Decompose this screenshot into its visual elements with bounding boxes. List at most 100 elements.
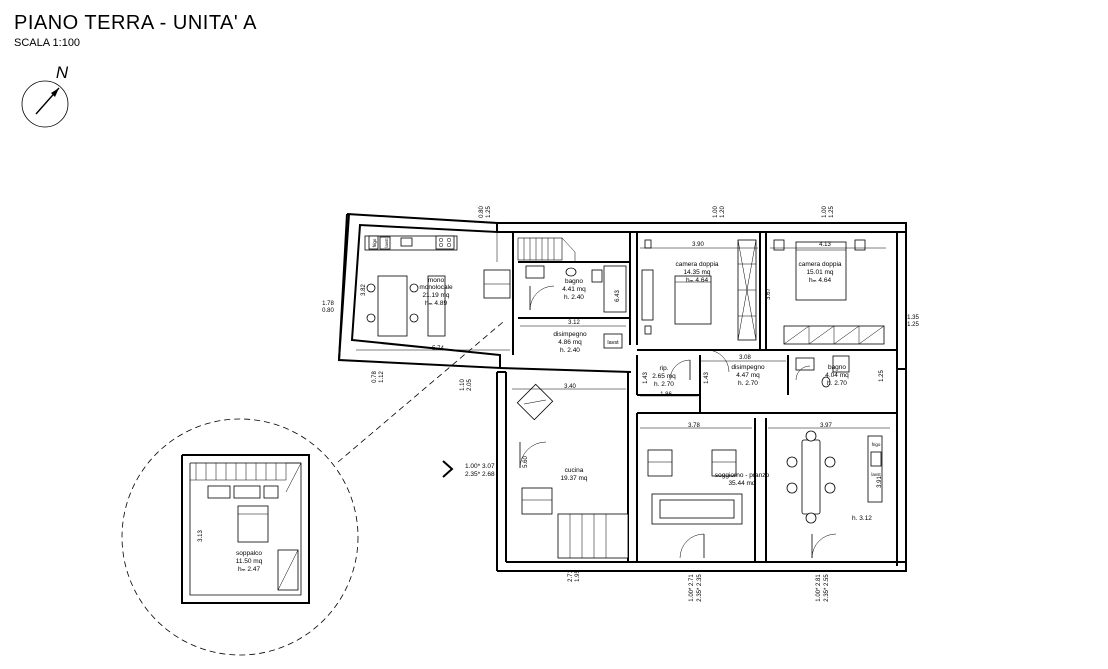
staircase	[517, 237, 576, 262]
svg-text:1.95: 1.95	[575, 570, 581, 582]
svg-text:35.44 mq: 35.44 mq	[728, 480, 755, 487]
scale-label: SCALA 1:100	[14, 37, 81, 49]
svg-text:3.40: 3.40	[564, 384, 576, 390]
svg-text:1.25: 1.25	[486, 206, 492, 218]
camera1-furniture	[641, 239, 757, 341]
entrance-arrow-icon	[442, 460, 454, 478]
shower-2	[832, 355, 850, 373]
north-label: N	[56, 63, 69, 82]
svg-text:11.50 mq: 11.50 mq	[236, 558, 263, 565]
svg-text:1.00* 2.71: 1.00* 2.71	[689, 574, 695, 602]
frigo-label: frigo	[372, 238, 377, 247]
interior-walls	[512, 232, 897, 562]
svg-text:monolocale: monolocale	[419, 284, 453, 291]
north-arrow-icon: N	[21, 63, 69, 128]
svg-text:h. 2.70: h. 2.70	[738, 380, 758, 387]
washbasin-icon	[591, 269, 603, 283]
svg-text:3.67: 3.67	[766, 288, 772, 300]
bed-double-2	[795, 241, 847, 301]
middle-doors	[669, 349, 850, 388]
svg-text:19.37 mq: 19.37 mq	[560, 475, 587, 482]
svg-text:1.20: 1.20	[720, 206, 726, 218]
svg-text:h. 2.40: h. 2.40	[560, 347, 580, 354]
svg-text:h. 3.12: h. 3.12	[852, 515, 872, 522]
stair-2	[557, 513, 629, 559]
svg-text:0.78: 0.78	[372, 371, 378, 383]
svg-text:camera doppia: camera doppia	[799, 261, 842, 268]
svg-text:15.01 mq: 15.01 mq	[806, 269, 833, 276]
svg-text:2.35* 2.35: 2.35* 2.35	[697, 574, 703, 602]
svg-text:5.60: 5.60	[523, 456, 529, 468]
svg-text:hₘ 4.64: hₘ 4.64	[686, 277, 709, 284]
svg-text:lavst: lavst	[871, 472, 881, 477]
svg-text:1.25: 1.25	[829, 206, 835, 218]
svg-text:2.65 mq: 2.65 mq	[652, 373, 676, 380]
lavatrice-box	[603, 333, 623, 349]
svg-text:1.43: 1.43	[643, 372, 649, 384]
exterior-walls	[337, 213, 907, 572]
svg-text:bagno: bagno	[565, 278, 583, 285]
shower-icon	[603, 265, 627, 313]
svg-text:1.25: 1.25	[907, 322, 919, 328]
svg-text:3.91: 3.91	[877, 476, 883, 488]
svg-text:lavst: lavst	[607, 340, 619, 346]
stove-icon	[435, 235, 455, 250]
dimension-labels: 3.90 4.13 3.12 3.08 3.40 3.78 3.97 5.74 …	[322, 206, 919, 602]
page-title: PIANO TERRA - UNITA' A	[14, 12, 258, 34]
svg-text:3.13: 3.13	[198, 530, 204, 542]
svg-text:hₘ 4.64: hₘ 4.64	[809, 277, 832, 284]
svg-text:2.35* 2.55: 2.35* 2.55	[824, 574, 830, 602]
svg-text:1.00: 1.00	[822, 206, 828, 218]
bathtub-icon	[525, 265, 545, 279]
svg-text:1.35: 1.35	[907, 315, 919, 321]
svg-text:bagno: bagno	[828, 364, 846, 371]
svg-text:3.90: 3.90	[692, 242, 704, 248]
camera2-furniture	[773, 239, 885, 345]
bed-double	[674, 275, 712, 325]
armchair-2	[521, 487, 553, 515]
bed-soppalco	[237, 505, 269, 543]
monolocale-furniture: frigo lavst	[364, 232, 576, 337]
svg-text:disimpegno: disimpegno	[731, 364, 765, 371]
svg-text:5.74: 5.74	[432, 346, 444, 352]
svg-text:h. 2.70: h. 2.70	[654, 381, 674, 388]
svg-text:mono: mono	[428, 277, 445, 284]
soggiorno-furniture: frigo lavst	[647, 430, 883, 559]
svg-text:2.05: 2.05	[467, 379, 473, 391]
svg-text:1.00: 1.00	[713, 206, 719, 218]
svg-text:3.08: 3.08	[739, 355, 751, 361]
svg-text:soppalco: soppalco	[236, 550, 262, 557]
svg-text:1.10: 1.10	[460, 379, 466, 391]
svg-text:hₘ 4.89: hₘ 4.89	[425, 300, 448, 307]
svg-text:3.82: 3.82	[361, 284, 367, 296]
svg-text:4.86 mq: 4.86 mq	[558, 339, 582, 346]
frigo-box	[368, 235, 379, 250]
svg-text:4.47 mq: 4.47 mq	[736, 372, 760, 379]
sink-icon	[400, 237, 413, 247]
svg-text:0.80: 0.80	[322, 308, 334, 314]
svg-text:4.41 mq: 4.41 mq	[562, 286, 586, 293]
cucina-furniture	[516, 383, 629, 559]
bagno1-fixtures: lavst	[525, 265, 627, 349]
svg-text:h. 2.40: h. 2.40	[564, 294, 584, 301]
svg-text:3.12: 3.12	[568, 320, 580, 326]
svg-text:1.00* 2.81: 1.00* 2.81	[816, 574, 822, 602]
svg-text:hₘ 2.47: hₘ 2.47	[238, 566, 261, 573]
svg-text:21.19 mq: 21.19 mq	[422, 292, 449, 299]
svg-text:disimpegno: disimpegno	[553, 331, 587, 338]
soppalco-detail: 3.13 soppalco 11.50 mq hₘ 2.47	[121, 321, 504, 656]
svg-text:1.78: 1.78	[322, 301, 334, 307]
svg-text:3.97: 3.97	[820, 423, 832, 429]
svg-text:2.71: 2.71	[568, 570, 574, 582]
svg-text:camera doppia: camera doppia	[676, 261, 719, 268]
svg-text:4.04 mq: 4.04 mq	[825, 372, 849, 379]
svg-text:frigo: frigo	[872, 442, 881, 447]
svg-text:1.86: 1.86	[660, 392, 672, 398]
washbasin-2	[795, 357, 815, 371]
svg-text:3.78: 3.78	[688, 423, 700, 429]
svg-text:h. 2.70: h. 2.70	[827, 380, 847, 387]
wc-icon	[565, 267, 577, 277]
svg-text:2.35* 2.68: 2.35* 2.68	[465, 471, 495, 478]
wardrobe	[641, 269, 654, 321]
